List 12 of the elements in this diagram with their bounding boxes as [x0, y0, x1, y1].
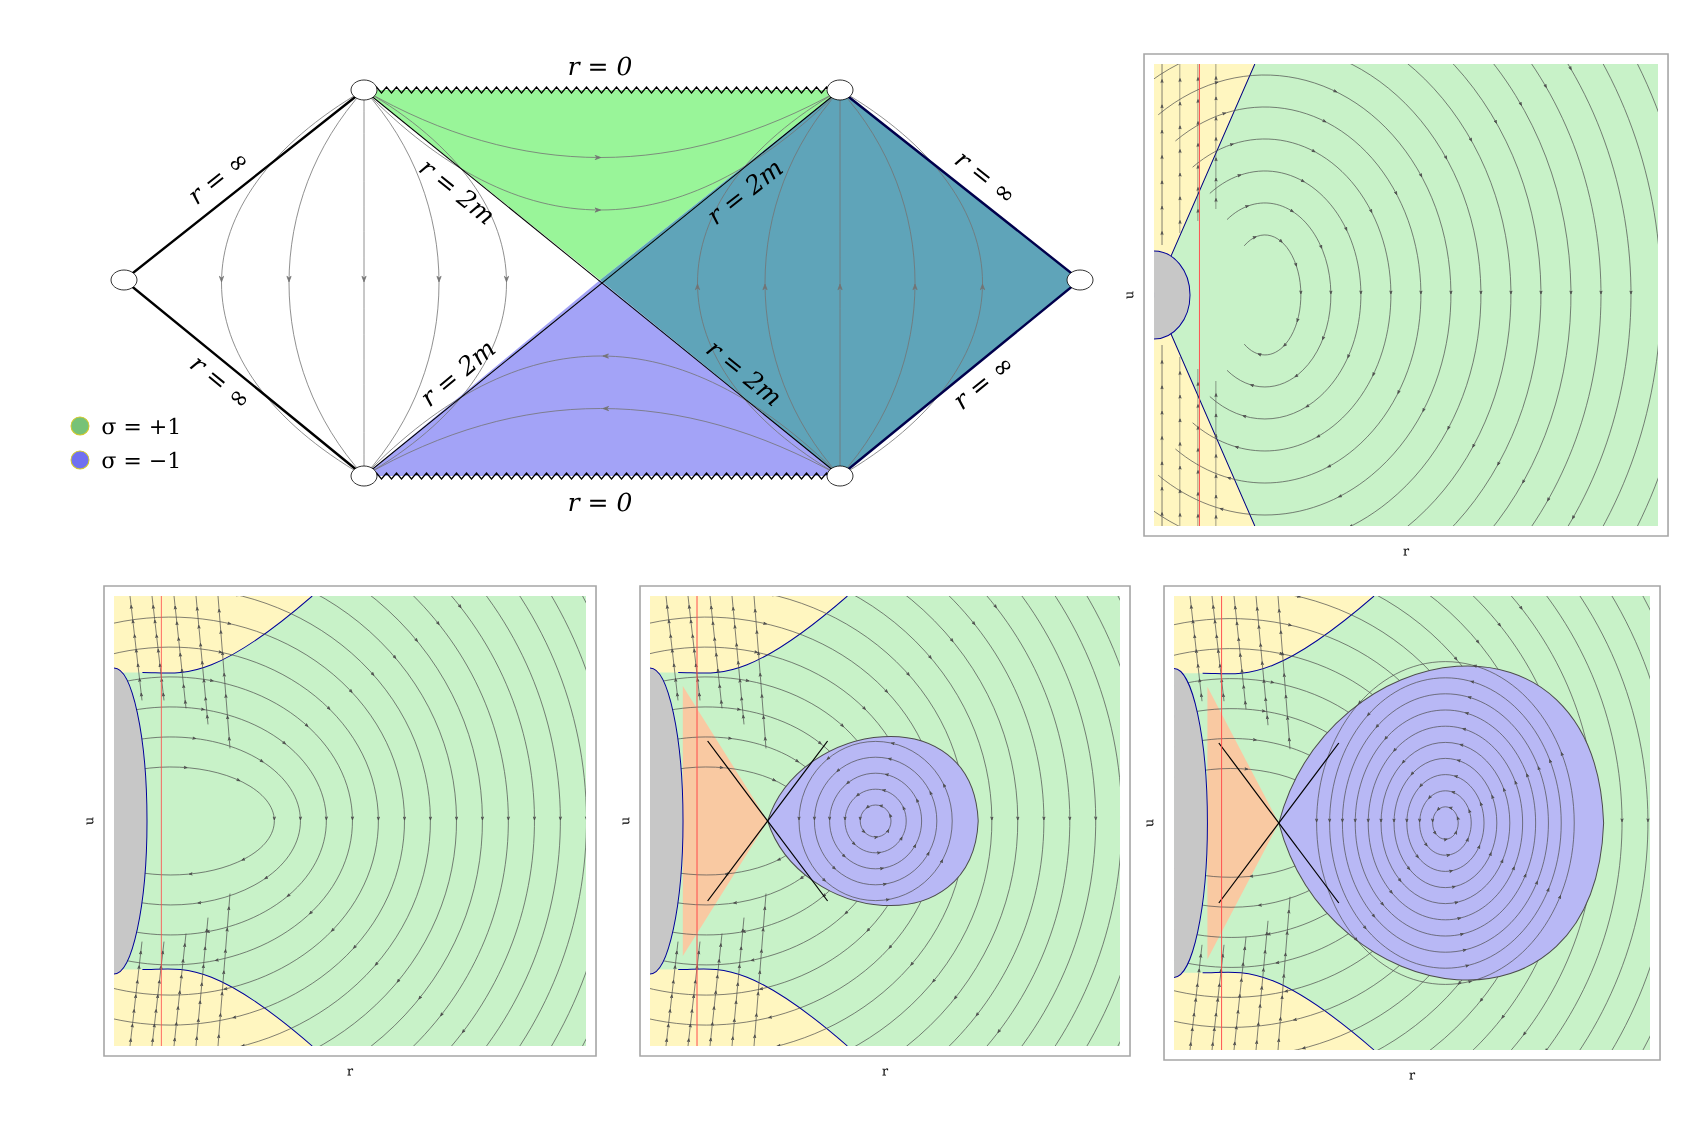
curve-label: r = 2m: [422, 343, 496, 407]
curve-label: r = 0: [569, 56, 632, 76]
curve-label: r = 2m: [705, 342, 779, 407]
curve-label: r = 2m: [418, 161, 492, 225]
legend-label: σ = −1: [102, 451, 179, 469]
curve-label: r = ∞: [189, 358, 247, 406]
legend-label: σ = +1: [102, 417, 179, 435]
curve-label: r = 2m: [709, 163, 784, 225]
curve-label: r = ∞: [955, 360, 1011, 410]
curve-label: r = ∞: [190, 156, 246, 205]
curve-label: r = ∞: [954, 153, 1012, 201]
curve-label: r = 0: [569, 492, 632, 512]
